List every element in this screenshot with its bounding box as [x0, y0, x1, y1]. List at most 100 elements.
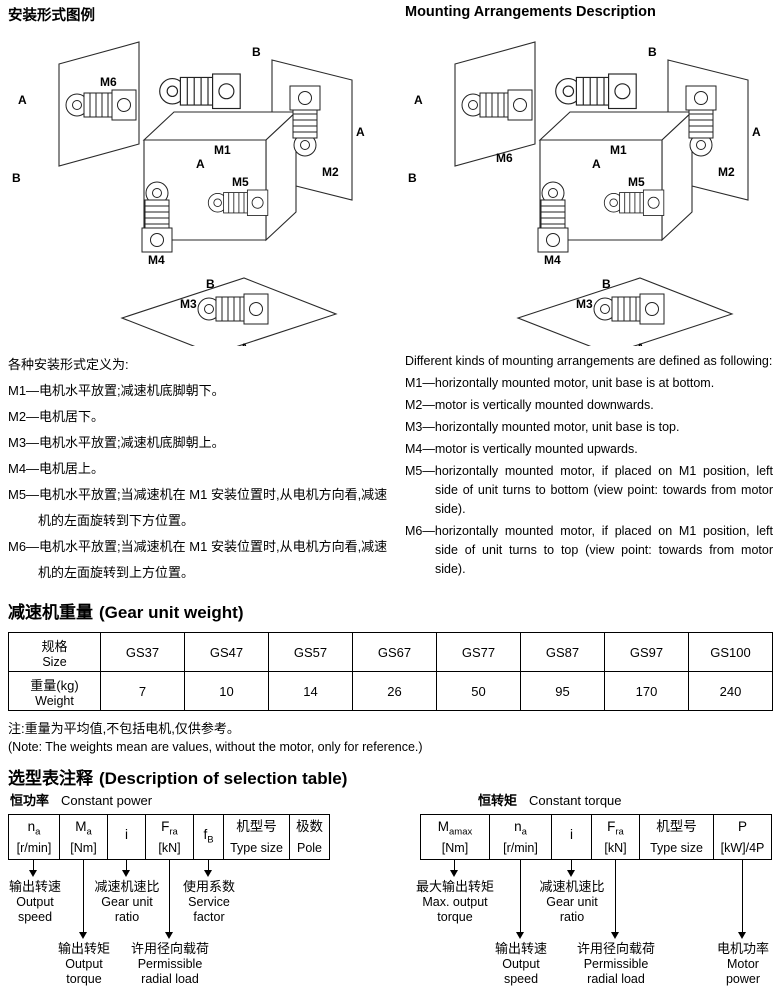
- constant-power-en: Constant power: [61, 793, 153, 808]
- weight-table: 规格 Size GS37 GS47 GS57 GS67 GS77 GS87 GS…: [8, 632, 773, 711]
- definition-m6-en: M6—horizontally mounted motor, if placed…: [405, 524, 773, 576]
- gear-unit-box-front: [143, 139, 267, 241]
- label-m1: M1: [610, 143, 627, 157]
- size-cell: GS100: [688, 632, 773, 672]
- constant-power-header-table: na [r/min] Ma [Nm] i Fra [kN] fB 机型号 Typ: [8, 814, 330, 860]
- size-header-zh: 规格: [41, 638, 68, 654]
- callout-en1: Permissible: [137, 957, 203, 971]
- weight-cell: 170: [604, 671, 689, 711]
- size-cell: GS37: [100, 632, 185, 672]
- callout-en1: Motor: [727, 957, 759, 971]
- callout-zh: 使用系数: [182, 879, 235, 894]
- weight-cell: 10: [184, 671, 269, 711]
- col-subscript: a: [35, 826, 41, 838]
- label-m5: M5: [628, 175, 645, 189]
- mounting-title-en: Mounting Arrangements Description: [405, 4, 656, 20]
- column-ma: Ma [Nm]: [60, 814, 108, 860]
- column-type-size: 机型号 Type size: [224, 814, 290, 860]
- label-a: A: [592, 157, 601, 171]
- callout-gear-unit-ratio: 减速机速比 Gear unit ratio: [87, 878, 167, 925]
- column-type-size: 机型号 Type size: [640, 814, 714, 860]
- constant-torque-en: Constant torque: [529, 793, 622, 808]
- definition-m3-en: M3—horizontally mounted motor, unit base…: [405, 420, 680, 434]
- col-symbol: n: [27, 819, 36, 835]
- col-unit: [Nm]: [70, 840, 97, 855]
- col-symbol: n: [514, 819, 522, 835]
- arrow-fb-service-factor: [204, 860, 213, 877]
- size-cell: GS47: [184, 632, 269, 672]
- col-unit: Type size: [230, 840, 283, 855]
- selection-title-en: (Description of selection table): [99, 769, 348, 788]
- label-m4: M4: [148, 253, 165, 267]
- callout-zh: 减速机速比: [539, 879, 605, 894]
- arrow-i-ratio: [567, 860, 576, 877]
- definition-m1-en: M1—horizontally mounted motor, unit base…: [405, 376, 715, 390]
- column-fra: Fra [kN]: [146, 814, 194, 860]
- col-unit: Type size: [650, 840, 703, 855]
- label-m2: M2: [322, 165, 339, 179]
- callout-en2: speed: [503, 972, 539, 986]
- definition-m5-zh: M5—电机水平放置;当减速机在 M1 安装位置时,从电机方向看,减速机的左面旋转…: [8, 487, 388, 528]
- size-cell: GS97: [604, 632, 689, 672]
- callout-en1: Permissible: [583, 957, 649, 971]
- motor-m5-drawing: [207, 189, 269, 216]
- callout-output-speed: 输出转速 Output speed: [4, 878, 66, 925]
- callout-zh: 许用径向载荷: [130, 941, 209, 956]
- label-b: B: [206, 277, 215, 291]
- motor-m4-drawing: [141, 181, 173, 253]
- size-cell: GS87: [520, 632, 605, 672]
- label-a: A: [414, 93, 423, 107]
- col-subscript: B: [207, 834, 214, 846]
- callout-zh: 输出转速: [494, 941, 547, 956]
- col-unit: [kW]/4P: [720, 840, 765, 855]
- column-na: na [r/min]: [490, 814, 552, 860]
- callout-en2: power: [725, 972, 761, 986]
- callout-motor-power: 电机功率 Motor power: [711, 940, 775, 987]
- callout-zh: 输出转速: [8, 879, 61, 894]
- col-symbol: F: [607, 819, 616, 835]
- arrow-ma-output-torque: [79, 860, 88, 939]
- column-mamax: Mamax [Nm]: [420, 814, 490, 860]
- arrow-fra-radial-load: [165, 860, 174, 939]
- arrow-p-motor-power: [738, 860, 747, 939]
- weight-header-cell: 重量(kg) Weight: [8, 671, 101, 711]
- constant-torque-zh: 恒转矩: [478, 793, 518, 808]
- callout-zh: 减速机速比: [94, 879, 160, 894]
- col-symbol: i: [570, 826, 573, 842]
- definition-m5-en: M5—horizontally mounted motor, if placed…: [405, 464, 773, 516]
- callout-output-speed: 输出转速 Output speed: [490, 940, 552, 987]
- callout-gear-unit-ratio: 减速机速比 Gear unit ratio: [532, 878, 612, 925]
- weight-cell: 26: [352, 671, 437, 711]
- weight-header-zh: 重量(kg): [30, 677, 79, 693]
- col-symbol: i: [125, 826, 128, 842]
- label-a: A: [636, 341, 645, 346]
- size-header-en: Size: [42, 654, 67, 669]
- column-fra: Fra [kN]: [592, 814, 640, 860]
- mounting-diagram-en: A B M6 B A A M1 M2 M5 M4 B M3 A: [408, 41, 761, 346]
- motor-m3-drawing: [593, 293, 665, 325]
- constant-torque-header-table: Mamax [Nm] na [r/min] i Fra [kN] 机型号 Typ…: [420, 814, 772, 860]
- motor-m5-drawing: [603, 189, 665, 216]
- selection-title-zh: 选型表注释: [8, 769, 93, 788]
- arrow-na-output-speed: [516, 860, 525, 939]
- motor-m1-drawing: [555, 73, 637, 110]
- weight-section-title: 减速机重量(Gear unit weight): [8, 598, 244, 623]
- callout-en1: Gear unit: [101, 895, 153, 909]
- label-b: B: [12, 171, 21, 185]
- callout-output-torque: 输出转矩 Output torque: [49, 940, 119, 987]
- definition-m2-en: M2—motor is vertically mounted downwards…: [405, 398, 654, 412]
- constant-power-zh: 恒功率: [10, 793, 50, 808]
- label-a: A: [240, 341, 249, 346]
- weight-table-weight-row: 重量(kg) Weight 7 10 14 26 50 95 170 240: [8, 671, 773, 711]
- size-header-cell: 规格 Size: [8, 632, 101, 672]
- arrow-i-ratio: [122, 860, 131, 877]
- motor-m6-drawing: [461, 89, 533, 121]
- callout-max-output-torque: 最大输出转矩 Max. output torque: [408, 878, 502, 925]
- callout-en2: torque: [66, 972, 102, 986]
- callout-en2: ratio: [559, 910, 585, 924]
- column-na: na [r/min]: [8, 814, 60, 860]
- weight-note-zh: 注:重量为平均值,不包括电机,仅供参考。: [8, 721, 240, 736]
- label-a: A: [752, 125, 761, 139]
- label-m6: M6: [100, 75, 117, 89]
